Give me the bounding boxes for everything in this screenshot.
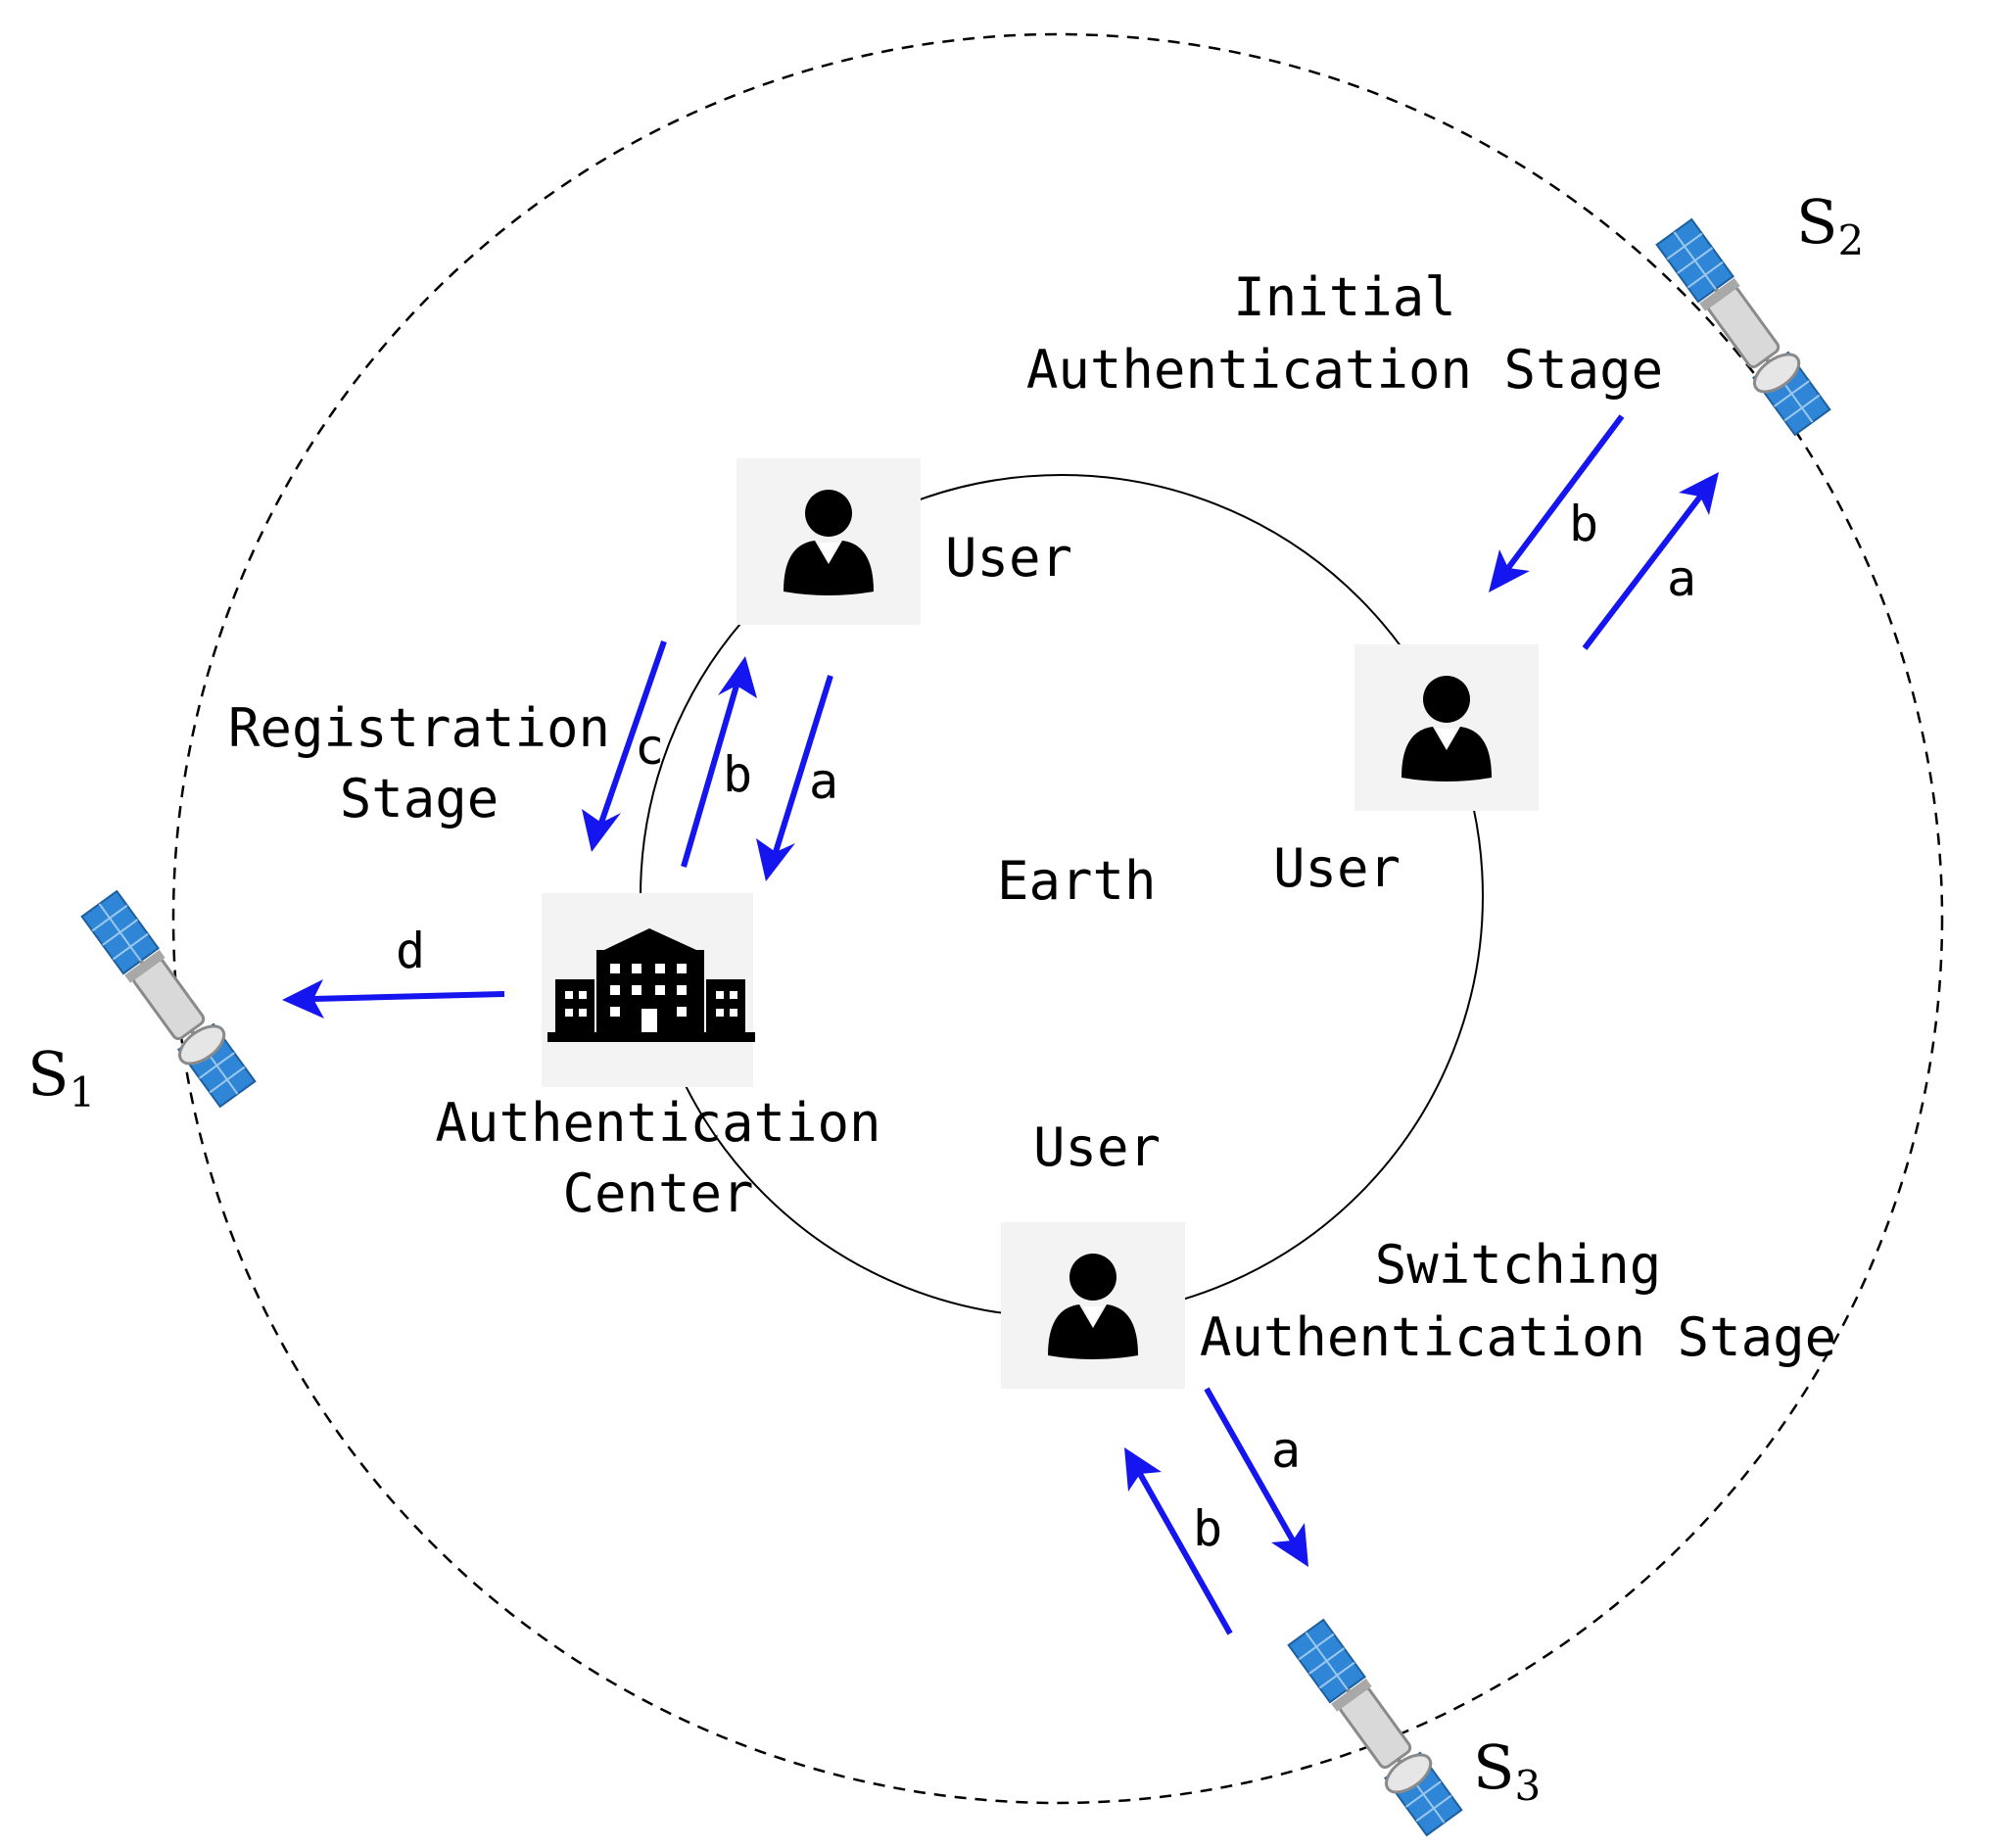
switching-stage-line1: Switching bbox=[1375, 1234, 1662, 1296]
arrow-label-reg-c: c bbox=[635, 719, 664, 776]
arrow-label-reg-b: b bbox=[723, 746, 752, 803]
satellite-icon bbox=[79, 888, 258, 1110]
user-label: User bbox=[1273, 837, 1401, 899]
satellite-s1: S1 bbox=[27, 888, 258, 1116]
arrow-label-init-b: b bbox=[1569, 496, 1598, 552]
arrow-switch-a bbox=[1204, 1387, 1308, 1567]
user-label: User bbox=[945, 527, 1072, 589]
arrow-label-init-a: a bbox=[1667, 550, 1696, 607]
registration-stage-line1: Registration bbox=[228, 697, 610, 759]
satellite-s3-label: S3 bbox=[1473, 1731, 1541, 1810]
satellite-s1-label: S1 bbox=[27, 1038, 95, 1116]
arrow-init-a bbox=[1582, 472, 1719, 650]
satellite-s2: S2 bbox=[1654, 186, 1864, 438]
authentication-center-label-line2: Center bbox=[562, 1162, 753, 1224]
arrow-reg-d bbox=[282, 979, 505, 1019]
arrow-init-b bbox=[1489, 414, 1625, 592]
arrow-label-switch-b: b bbox=[1193, 1500, 1222, 1557]
switching-stage-line2: Authentication Stage bbox=[1200, 1306, 1836, 1368]
registration-stage-line2: Stage bbox=[340, 768, 499, 829]
satellite-s2-label: S2 bbox=[1796, 186, 1864, 264]
satellite-orbit bbox=[171, 32, 1944, 1805]
arrow-reg-c bbox=[582, 640, 667, 852]
authentication-center-label-line1: Authentication bbox=[435, 1092, 880, 1154]
satellite-s3: S3 bbox=[1286, 1617, 1541, 1838]
user-bottom: User bbox=[1001, 1116, 1185, 1389]
arrow-label-reg-a: a bbox=[809, 753, 838, 810]
earth-label: Earth bbox=[997, 850, 1157, 912]
satellite-icon bbox=[1286, 1617, 1464, 1838]
arrow-label-reg-d: d bbox=[396, 923, 425, 979]
arrow-reg-b bbox=[681, 656, 757, 868]
user-top: User bbox=[736, 458, 1072, 625]
arrow-switch-b bbox=[1124, 1447, 1233, 1635]
initial-stage-line2: Authentication Stage bbox=[1026, 339, 1663, 401]
user-label: User bbox=[1033, 1116, 1161, 1178]
arrow-reg-a bbox=[756, 675, 833, 881]
arrow-label-switch-a: a bbox=[1271, 1422, 1301, 1479]
building-icon bbox=[547, 928, 755, 1042]
user-right: User bbox=[1273, 644, 1539, 899]
initial-stage-line1: Initial bbox=[1233, 266, 1456, 328]
authentication-center: Authentication Center bbox=[435, 893, 881, 1224]
